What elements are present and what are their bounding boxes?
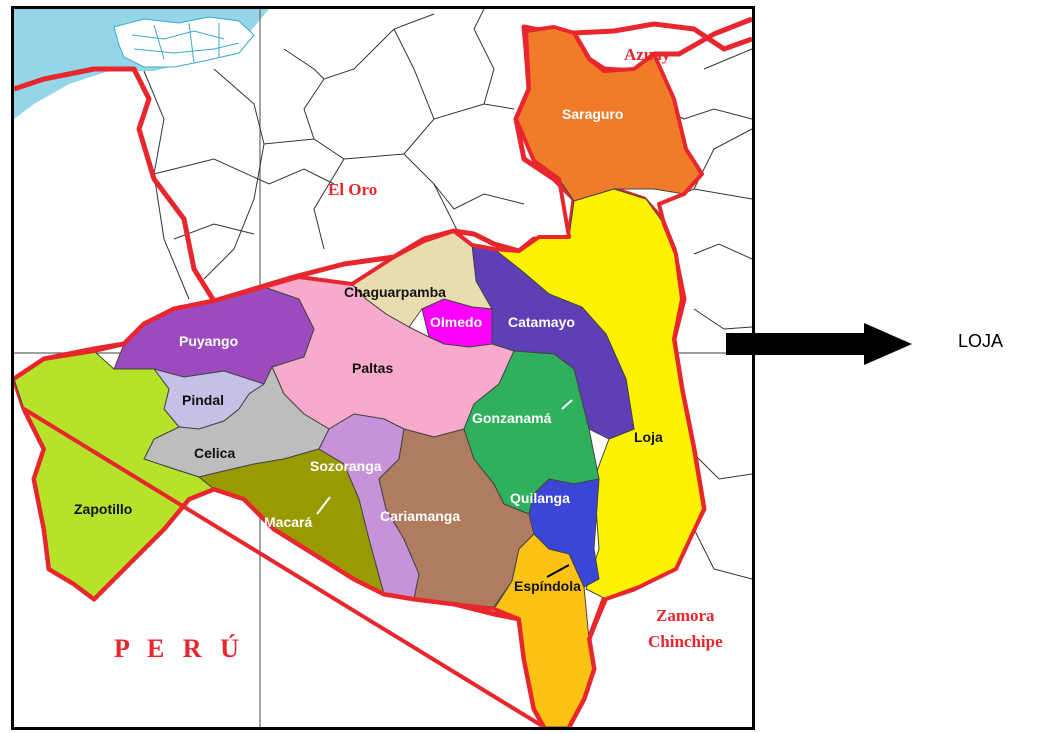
canton-label-celica: Celica <box>194 445 235 461</box>
loja-province-map: Saraguro Chaguarpamba Olmedo Catamayo Pu… <box>14 9 752 727</box>
leader-line-espindola <box>546 564 570 578</box>
coastline-islands <box>113 16 255 68</box>
coastline-detail <box>131 22 240 64</box>
canton-label-puyango: Puyango <box>179 333 238 349</box>
canton-label-espindola: Espíndola <box>514 578 581 594</box>
canton-label-pindal: Pindal <box>182 392 224 408</box>
canton-label-olmedo: Olmedo <box>430 314 482 330</box>
canton-label-catamayo: Catamayo <box>508 314 575 330</box>
region-label-azuay: Azuay <box>624 45 671 64</box>
region-label-zamora-line1: Zamora <box>656 606 715 625</box>
map-frame: Saraguro Chaguarpamba Olmedo Catamayo Pu… <box>11 6 755 730</box>
canton-label-sozoranga: Sozoranga <box>310 458 382 474</box>
arrow-right-icon <box>726 323 912 365</box>
leader-line-gonzanama <box>561 399 573 410</box>
region-label-peru: P E R Ú <box>114 634 245 663</box>
canton-label-chaguarpamba: Chaguarpamba <box>344 284 446 300</box>
region-label-zamora-line2: Chinchipe <box>648 632 723 651</box>
leader-line-macara <box>316 496 331 515</box>
canton-label-gonzanama: Gonzanamá <box>472 410 552 426</box>
canton-label-loja: Loja <box>634 429 663 445</box>
canton-label-paltas: Paltas <box>352 360 393 376</box>
loja-callout-label: LOJA <box>958 331 1004 351</box>
canton-label-saraguro: Saraguro <box>562 106 623 122</box>
region-label-el-oro: El Oro <box>328 180 377 199</box>
canton-label-quilanga: Quilanga <box>510 490 570 506</box>
canton-label-macara: Macará <box>264 514 312 530</box>
canton-label-cariamanga: Cariamanga <box>380 508 460 524</box>
canton-label-zapotillo: Zapotillo <box>74 501 132 517</box>
province-border-overlay <box>14 25 706 727</box>
